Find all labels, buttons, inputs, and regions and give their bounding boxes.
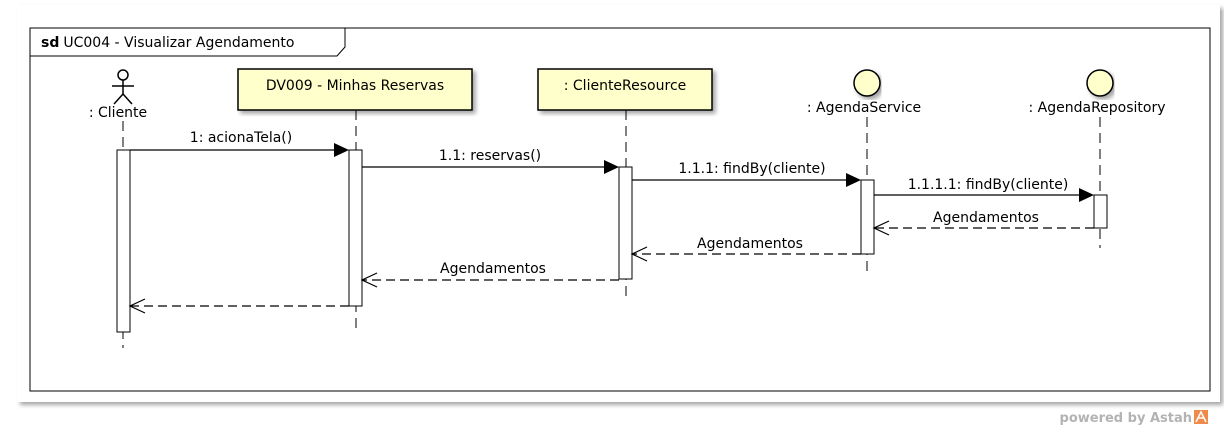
lifeline-label: : AgendaRepository [1028,100,1165,116]
activation-bar [1093,194,1108,229]
frame-title-text: UC004 - Visualizar Agendamento [63,35,294,51]
powered-by-footer: powered by Astah [1060,410,1208,426]
lifeline-head [537,68,713,111]
frame-title-tab [29,27,346,57]
return-message-3: Agendamentos [360,261,619,288]
sync-arrowhead [846,173,861,187]
lifeline-service: : AgendaService [807,69,921,272]
activation-bar [348,149,363,307]
activation-bar [116,149,131,333]
message-label: 1: acionaTela() [190,130,292,146]
open-arrowhead [360,272,378,288]
lifeline-cliente: : Cliente [89,69,147,348]
message-label: 1.1.1: findBy(cliente) [678,161,825,177]
open-arrowhead [128,298,146,314]
open-arrowhead [872,220,890,236]
activation-bar [860,179,875,255]
control-icon [853,69,881,97]
message-label: Agendamentos [440,261,546,277]
message-label: 1.1.1.1: findBy(cliente) [908,177,1069,193]
lifeline-label: : Cliente [89,105,147,121]
message-1-1-1: 1.1.1: findBy(cliente) [632,161,861,187]
powered-by-text: powered by Astah [1060,411,1192,426]
message-label: 1.1: reservas() [439,148,541,164]
lifeline-label: : AgendaService [807,100,921,116]
activation-bar [618,166,633,280]
frame-keyword: sd [41,35,59,51]
message-1-1: 1.1: reservas() [362,148,619,174]
lifeline-label: DV009 - Minhas Reservas [266,78,444,94]
return-message-4 [128,298,349,314]
return-message-2: Agendamentos [630,236,861,262]
message-1: 1: acionaTela() [130,130,349,157]
sync-arrowhead [604,160,619,174]
sync-arrowhead [1079,188,1094,202]
message-1-1-1-1: 1.1.1.1: findBy(cliente) [874,177,1094,202]
message-label: Agendamentos [697,236,803,252]
message-label: Agendamentos [933,210,1039,226]
astah-logo-icon [1194,410,1208,424]
lifeline-tela: DV009 - Minhas Reservas [237,68,473,328]
open-arrowhead [630,246,648,262]
sync-arrowhead [334,143,349,157]
actor-icon [112,69,134,105]
lifeline-label: : ClienteResource [564,78,687,94]
return-message-1: Agendamentos [872,210,1094,236]
lifeline-resource: : ClienteResource [537,68,713,300]
lifeline-head [237,68,473,111]
lifeline-repository: : AgendaRepository [1028,69,1166,248]
control-icon [1086,69,1114,97]
